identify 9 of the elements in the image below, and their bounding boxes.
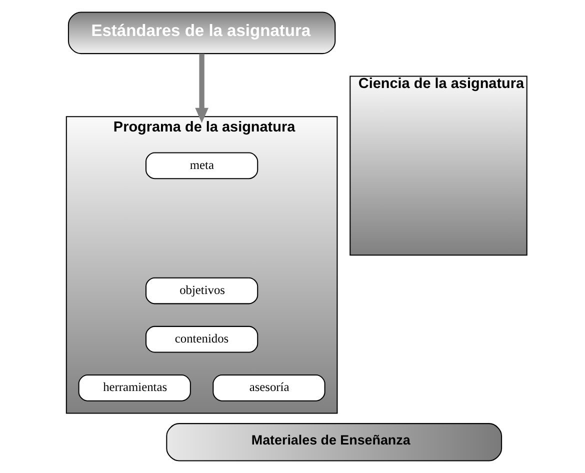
node-box: Ciencia de la asignatura [350, 76, 528, 256]
arrow [195, 54, 208, 124]
node-box: Materiales de Enseñanza [166, 423, 502, 462]
node-box: objetivos [145, 277, 258, 304]
node-box: asesoría [212, 374, 326, 402]
node-box: Estándares de la asignatura [68, 12, 336, 54]
node-box: contenidos [145, 326, 258, 353]
node-box: herramientas [78, 374, 191, 402]
node-box: meta [145, 152, 258, 180]
